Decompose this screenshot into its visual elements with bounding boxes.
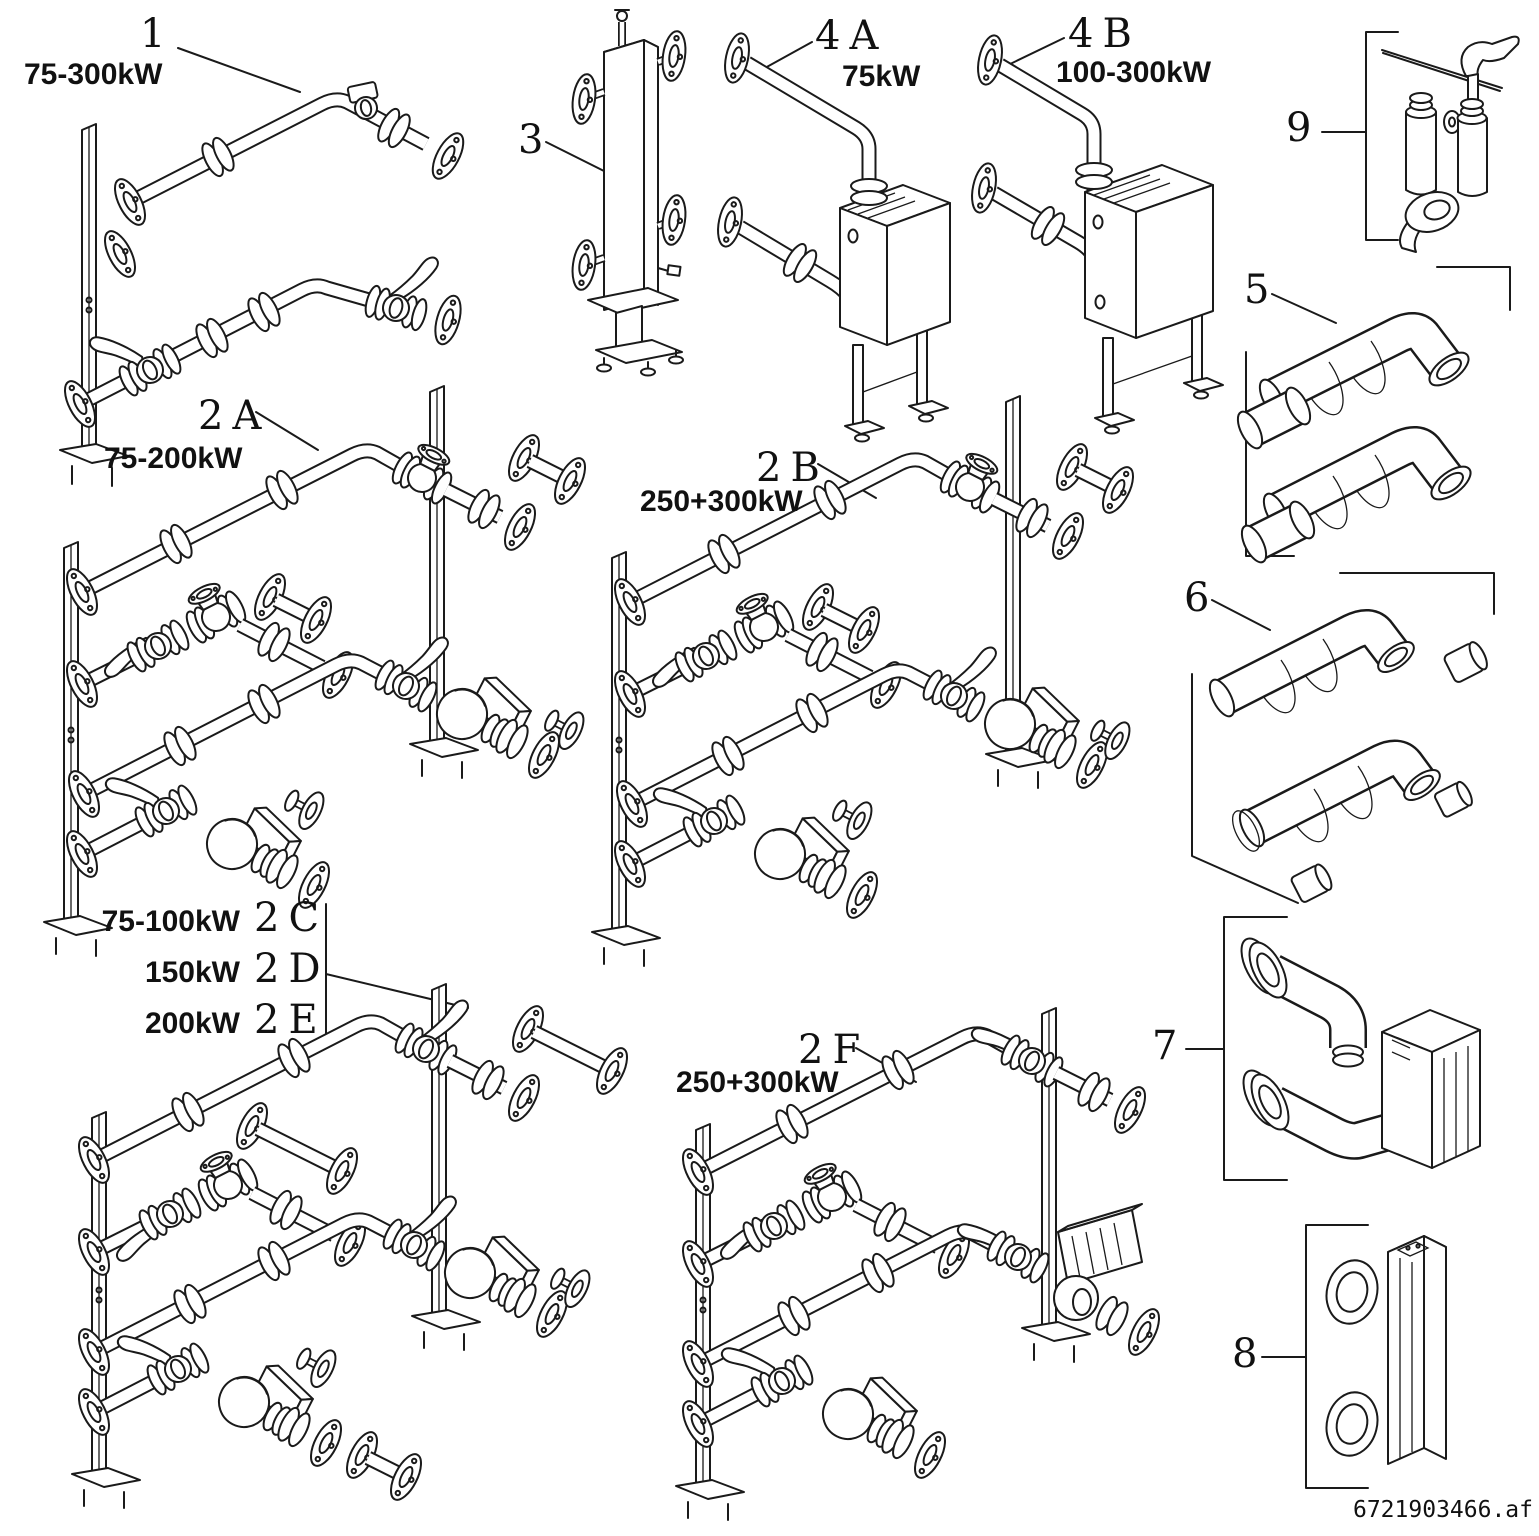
part-2b-number-label: 2B (756, 445, 829, 491)
part-7-drawing (1185, 916, 1481, 1181)
part-4b-number-label: 4B (1068, 11, 1141, 57)
part-2b-drawing (591, 395, 1141, 967)
part-9-number-label: 9 (1286, 105, 1321, 151)
part-9-foam-can (1456, 98, 1488, 197)
part-2f-drawing (675, 1007, 1167, 1521)
part-2a-leader-line (255, 411, 319, 451)
part-2c-number-label: 2C (254, 895, 329, 941)
part-6-number-label: 6 (1184, 575, 1219, 621)
part-2cde-variant-list: 75-100kW 2C 150kW 2D 200kW 2E (98, 898, 330, 1051)
part-5-drawing (1236, 266, 1511, 564)
part-2f-he-pump (1053, 1203, 1143, 1321)
part-7-bracket (1185, 916, 1288, 1181)
part-2f-rating-label: 250+300kW (676, 1066, 839, 1099)
part-2a-rating-label: 75-200kW (104, 442, 243, 475)
part-4a-number-label: 4A (815, 13, 888, 59)
variant-row-2c: 75-100kW 2C (98, 898, 330, 949)
part-3-leader-line (545, 141, 607, 173)
part-5-number-label: 5 (1244, 267, 1279, 313)
part-4a-drawing (713, 30, 951, 443)
part-2b-rating-label: 250+300kW (640, 485, 803, 518)
part-9-drawing (1321, 31, 1520, 253)
part-9-applicator-gun (1460, 35, 1520, 108)
part-1-motor-valve (346, 81, 379, 120)
part-3-drain-cock (657, 264, 682, 277)
part-7-cuff (1242, 1069, 1290, 1131)
part-9-tape-roll (1399, 191, 1460, 253)
part-1-leader-line (177, 47, 301, 93)
part-2cde-drawing (71, 903, 635, 1509)
part-7-number-label: 7 (1152, 1023, 1187, 1069)
part-2d-rating-label: 150kW (144, 956, 240, 989)
part-6-drawing (1191, 572, 1495, 904)
part-7-cuff (1240, 937, 1288, 999)
part-2a-number-label: 2A (198, 393, 271, 439)
part-2e-number-label: 2E (254, 997, 327, 1043)
part-1-drawing (57, 47, 471, 487)
variant-row-2e: 200kW 2E (98, 1000, 330, 1051)
part-8-number-label: 8 (1232, 1331, 1267, 1377)
part-8-cuff (1325, 1391, 1379, 1457)
part-6-cap (1434, 780, 1473, 818)
part-1-number-label: 1 (140, 11, 175, 57)
part-8-cuff (1325, 1259, 1379, 1325)
part-7-insulated-box (1381, 1009, 1481, 1169)
part-2d-number-label: 2D (254, 946, 330, 992)
part-2c-rating-label: 75-100kW (101, 905, 240, 938)
part-3-air-vent (614, 9, 630, 22)
part-3-adjustable-feet (596, 349, 684, 377)
part-4a-heat-exchanger (839, 184, 951, 346)
part-8-bracket (1261, 1224, 1369, 1489)
part-1-mount-rail (59, 123, 129, 487)
part-4a-rating-label: 75kW (842, 60, 921, 93)
part-4b-leader-line (1005, 37, 1065, 67)
part-1-rating-label: 75-300kW (24, 58, 163, 91)
part-9-cartridge (1405, 92, 1461, 196)
part-9-bracket (1365, 31, 1399, 241)
part-3-drawing (545, 9, 690, 377)
part-6-bracket (1191, 572, 1495, 904)
part-2e-rating-label: 200kW (144, 1007, 240, 1040)
part-4b-drawing (967, 32, 1224, 435)
part-4b-heat-exchanger (1084, 164, 1214, 339)
part-8-insulation-shell (1387, 1235, 1447, 1465)
part-2b-leader-line (817, 463, 877, 499)
part-9-applicator-barrel (1381, 49, 1503, 92)
part-2f-number-label: 2F (798, 1027, 870, 1073)
part-4b-rating-label: 100-300kW (1056, 56, 1212, 89)
part-8-drawing (1261, 1224, 1447, 1489)
part-6-cap (1290, 863, 1333, 903)
document-reference-number: 6721903466.af (1352, 1497, 1533, 1523)
part-3-number-label: 3 (518, 117, 553, 163)
part-2a-drawing (43, 385, 591, 957)
part-2b-mount-rails (591, 395, 1055, 967)
part-6-cap (1443, 641, 1488, 683)
variant-row-2d: 150kW 2D (98, 949, 330, 1000)
